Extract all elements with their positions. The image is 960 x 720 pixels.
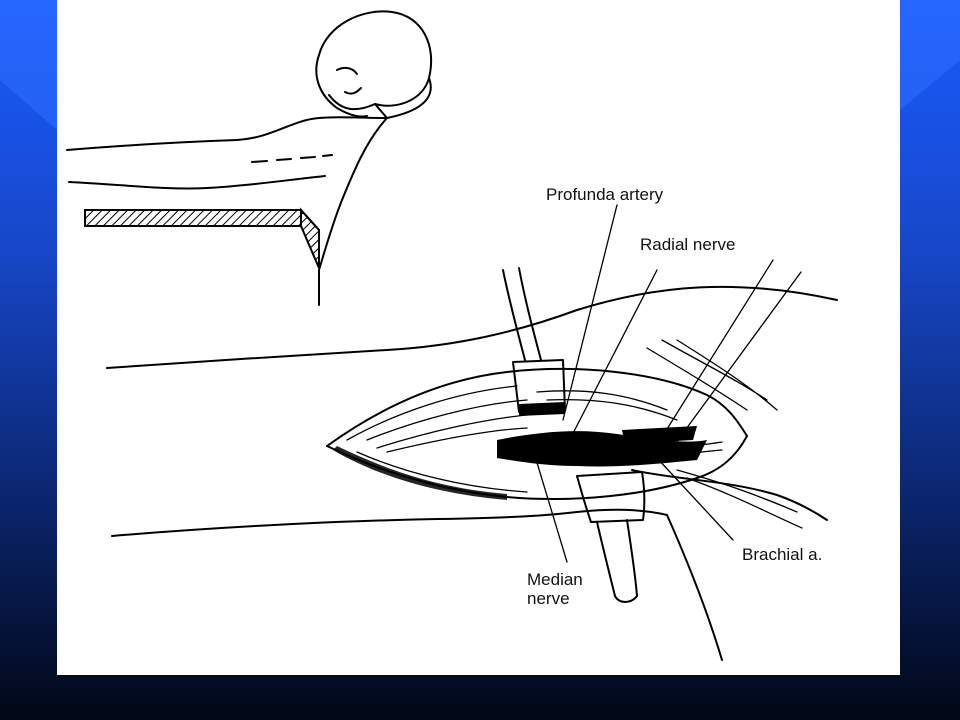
leader-brachial-artery: [656, 457, 734, 541]
right-accent-shape: [900, 0, 960, 110]
left-accent-shape: [0, 0, 57, 130]
arm-incision-view: [106, 204, 838, 661]
label-radial-nerve: Radial nerve: [640, 235, 736, 254]
leader-radial-nerve-2: [656, 259, 774, 446]
leader-profunda-artery: [562, 204, 618, 421]
leader-median-nerve: [534, 455, 568, 563]
surgical-illustration: [66, 10, 838, 661]
diagram-panel: Profunda artery Radial nerve Brachial a.…: [57, 0, 900, 675]
label-median-nerve: Median nerve: [527, 570, 583, 608]
leader-radial-nerve-3: [666, 271, 802, 456]
infant-figure: [66, 10, 433, 306]
label-profunda-artery: Profunda artery: [546, 185, 664, 204]
label-brachial-artery: Brachial a.: [742, 545, 823, 564]
leader-radial-nerve-1: [566, 269, 658, 446]
